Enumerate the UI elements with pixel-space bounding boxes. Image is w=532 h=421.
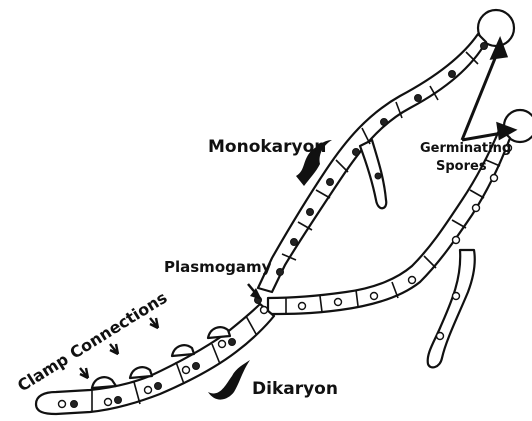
clamp-arrow-2	[110, 344, 118, 354]
nucleus-dark	[155, 383, 162, 390]
clamp-connection-4	[208, 327, 230, 338]
nucleus-open	[453, 293, 460, 300]
plasmogamy-label: Plasmogamy	[164, 258, 272, 276]
nucleus-open	[453, 237, 460, 244]
nucleus-open	[491, 175, 498, 182]
nucleus-dark	[277, 269, 284, 276]
nucleus-open	[299, 303, 306, 310]
spores-label: Spores	[436, 159, 487, 174]
nucleus-dark	[71, 401, 78, 408]
nucleus-dark	[193, 363, 200, 370]
germinating-label: Germinating	[420, 141, 511, 156]
nucleus-dark	[327, 179, 334, 186]
nucleus-dark	[115, 397, 122, 404]
nucleus-dark	[375, 173, 381, 179]
nucleus-open	[409, 277, 416, 284]
nucleus-open	[145, 387, 152, 394]
clamp-connection-3	[172, 345, 194, 356]
nucleus-dark	[415, 95, 422, 102]
nucleus-open	[335, 299, 342, 306]
nucleus-open	[219, 341, 226, 348]
nucleus-dark	[291, 239, 298, 246]
clamp-connection-1	[92, 377, 116, 388]
monokaryon-label: Monokaryon	[208, 137, 326, 157]
clamp-connection-2	[130, 367, 152, 378]
clamp-arrow-3	[150, 318, 158, 328]
nucleus-open	[59, 401, 66, 408]
nucleus-open	[183, 367, 190, 374]
nucleus-dark	[353, 149, 360, 156]
nucleus-open	[261, 307, 268, 314]
nucleus-open	[437, 333, 444, 340]
nucleus-dark	[381, 119, 388, 126]
nucleus-open	[371, 293, 378, 300]
nucleus-open	[473, 205, 480, 212]
clamp-arrow-1	[80, 368, 88, 378]
nucleus-open	[105, 399, 112, 406]
dikaryon-label: Dikaryon	[252, 379, 338, 399]
nucleus-dark	[307, 209, 314, 216]
nucleus-dark	[449, 71, 456, 78]
hypha-monokaryon-branch	[360, 140, 386, 208]
nucleus-dark	[229, 339, 236, 346]
nucleus-dark	[481, 43, 488, 50]
